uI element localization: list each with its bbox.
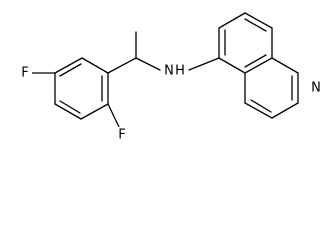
molecule-structure: F F N H N	[21, 12, 321, 143]
bond	[244, 12, 273, 29]
bond	[244, 57, 273, 74]
bond	[244, 54, 267, 68]
bond	[54, 103, 82, 120]
bond	[59, 63, 82, 77]
atom-label-quinoline-nitrogen: N	[311, 81, 321, 96]
atom-label-fluorine-bottom: F	[118, 128, 125, 143]
bond	[271, 57, 299, 74]
bond	[59, 100, 81, 114]
bond	[218, 12, 246, 29]
atom-label-fluorine-top: F	[21, 66, 28, 81]
quinoline-pyridine-ring	[244, 57, 299, 119]
bond	[54, 57, 83, 74]
bond-nh-quinoline	[188, 57, 220, 71]
atom-label-amine-nitrogen: N	[164, 64, 174, 79]
bond	[81, 57, 109, 74]
atom-label-amine-hydrogen: H	[175, 64, 185, 79]
bond	[218, 57, 246, 74]
bond-c-f-bottom	[107, 103, 120, 128]
bond-ch-nh	[135, 57, 161, 71]
bond	[244, 18, 267, 32]
bond	[244, 102, 273, 119]
bond-ring-ch	[107, 57, 137, 74]
bond	[80, 103, 109, 120]
quinoline-benzo-ring	[218, 12, 273, 74]
bond	[250, 99, 272, 113]
bond	[271, 102, 299, 119]
difluorophenyl-ring	[54, 57, 109, 120]
